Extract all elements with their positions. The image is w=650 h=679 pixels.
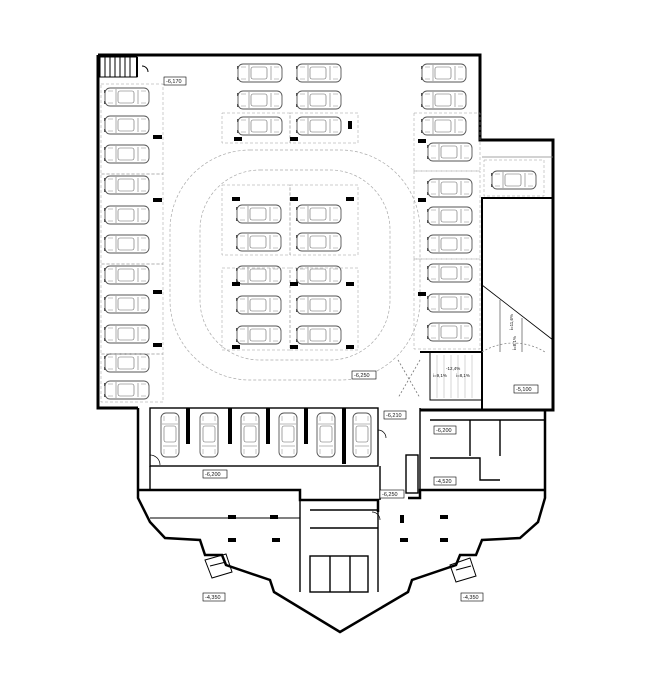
level-label-lower-right: -6,200 [436, 428, 452, 434]
interior-doors [149, 429, 387, 521]
left-columns [153, 135, 162, 347]
level-label-left-entrance: -4,350 [205, 595, 221, 601]
outer-walls [96, 53, 555, 412]
left-stall-outlines [100, 83, 164, 403]
lower-row-separators [186, 408, 346, 464]
right-stall-outlines [413, 112, 545, 350]
ramp-right [397, 284, 554, 401]
left-parking-row [104, 87, 150, 400]
top-stall-outlines [221, 112, 359, 144]
ramp-label-top: -12,4% [446, 366, 460, 371]
level-label-main-floor: -6,250 [354, 373, 370, 379]
level-label-lower-left: -6,200 [205, 472, 221, 478]
level-label-stair: -4,520 [436, 479, 452, 485]
central-parking-island [236, 204, 342, 345]
right-columns [418, 139, 426, 296]
level-label-ramp-landing: -5,100 [516, 387, 532, 393]
ramp-label-left: i=9,1% [433, 373, 447, 378]
top-left-stair [99, 56, 149, 78]
entrance-markers [204, 553, 477, 583]
slope-label-a: i=11,6% [509, 314, 514, 330]
level-label-center-right: -6,210 [386, 413, 402, 419]
level-label-center-bottom: -6,250 [382, 492, 398, 498]
slope-label-b: i=8,1% [512, 336, 517, 350]
level-labels: -6,170 -6,250 -5,100 -6,210 -6,200 -6,20… [163, 76, 539, 602]
central-columns [232, 197, 354, 349]
lower-bays [149, 407, 381, 593]
lower-columns [228, 515, 448, 542]
ramp-label-right: i=8,1% [456, 373, 470, 378]
central-stall-outlines [221, 184, 359, 351]
roadway-markings [169, 149, 421, 381]
utility-walls [405, 408, 545, 498]
top-columns [234, 121, 352, 141]
ramp-labels: i=9,1% i=8,1% -12,4% i=11,6% i=8,1% [433, 314, 517, 378]
lower-building-walls [136, 408, 547, 634]
top-parking-rows [237, 63, 342, 136]
level-label-right-entrance: -4,350 [463, 595, 479, 601]
level-label-top-left: -6,170 [166, 79, 182, 85]
